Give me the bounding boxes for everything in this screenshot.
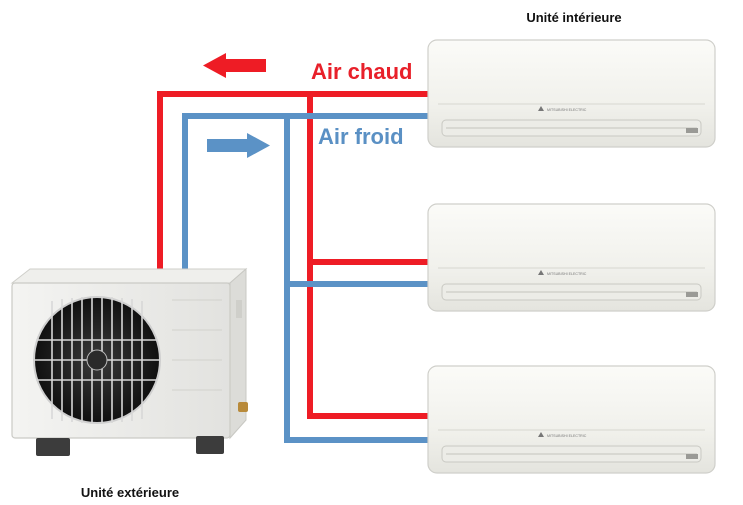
indoor-unit-1: MITSUBISHI ELECTRIC [427,39,716,148]
brand-logo-icon [538,270,544,275]
brand-logo-icon [538,106,544,111]
hot-air-pipes [157,91,430,419]
brand-label: MITSUBISHI ELECTRIC [547,434,587,438]
outdoor-unit [10,267,248,456]
indoor-unit-2: MITSUBISHI ELECTRIC [427,203,716,312]
cold-air-pipes [182,113,430,443]
fan-grille-icon [33,296,161,424]
brand-label: MITSUBISHI ELECTRIC [547,108,587,112]
arrow-right-icon [207,133,270,158]
arrow-left-icon [203,53,266,78]
brand-logo-icon [538,432,544,437]
hot-air-label: Air chaud [311,59,412,84]
cold-air-label: Air froid [318,124,404,149]
brand-label: MITSUBISHI ELECTRIC [547,272,587,276]
indoor-unit-title: Unité intérieure [526,10,621,25]
indoor-unit-3: MITSUBISHI ELECTRIC [427,365,716,474]
outdoor-unit-title: Unité extérieure [81,485,179,500]
